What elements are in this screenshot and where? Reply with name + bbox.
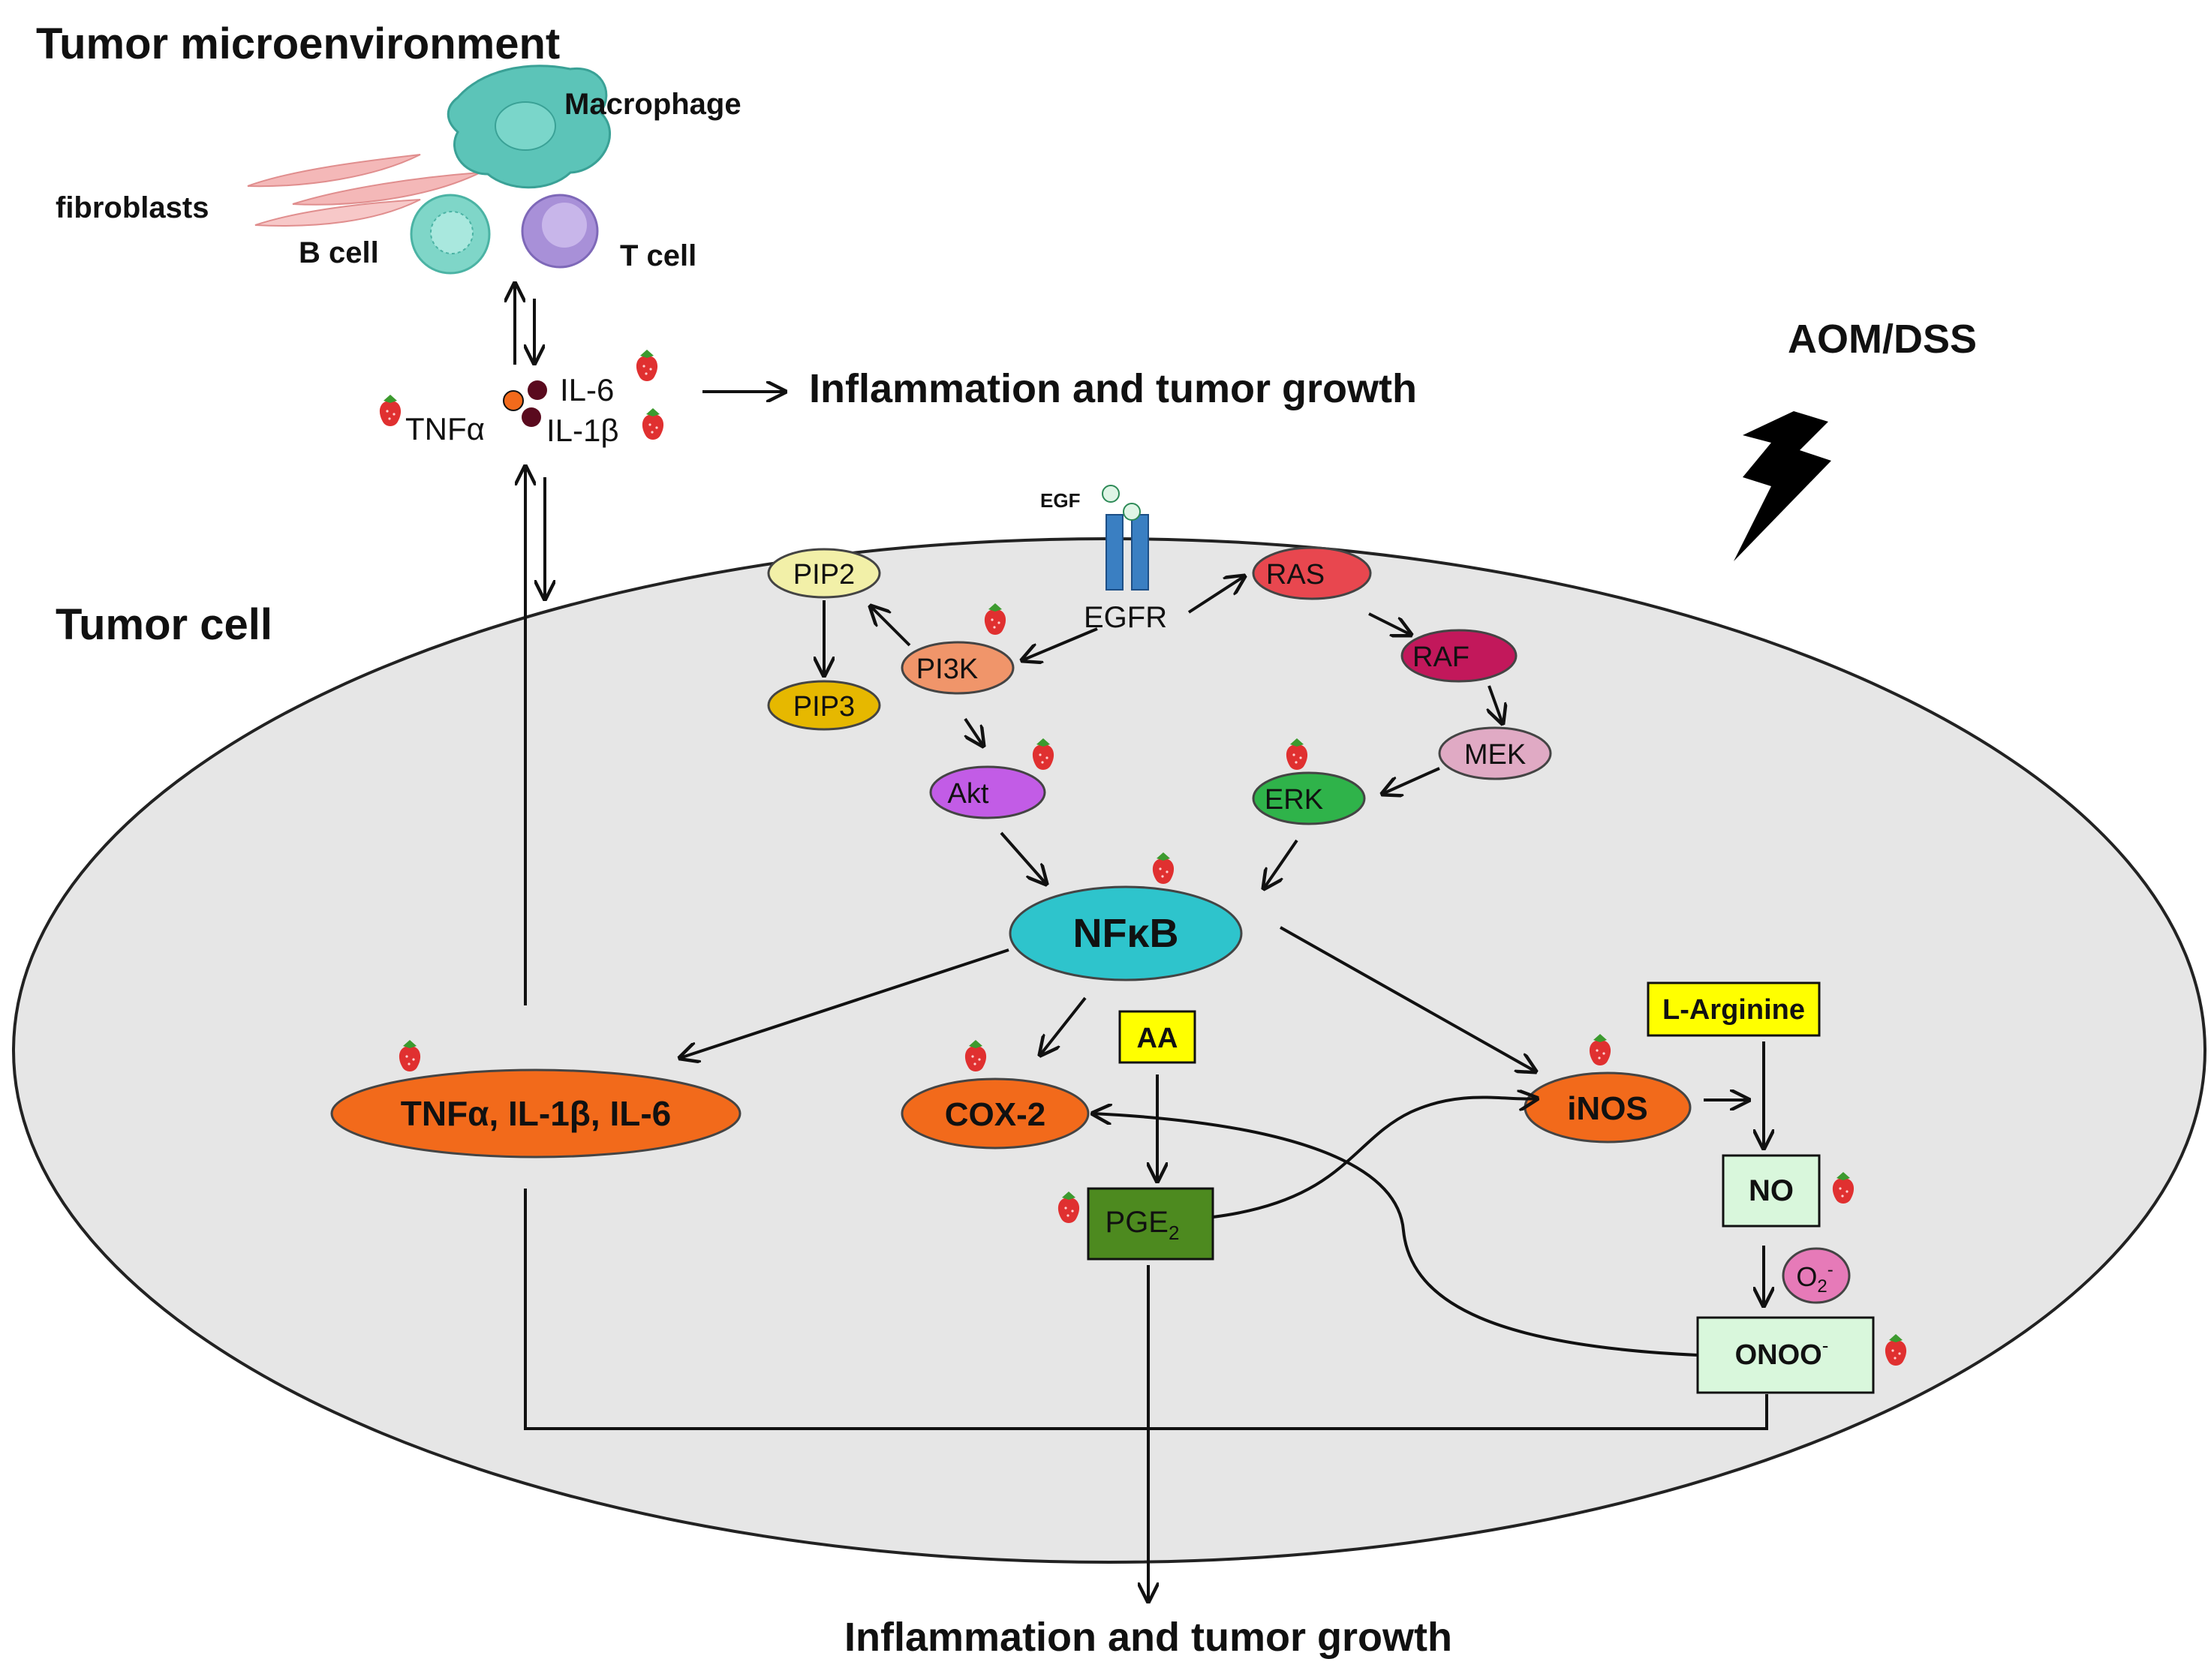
tumor-cell-title: Tumor cell [56, 600, 272, 649]
node-cytokines: TNFα, IL-1β, IL-6 [330, 1068, 742, 1159]
node-o2: O2- [1782, 1247, 1851, 1304]
egfr-label: EGFR [1084, 601, 1167, 634]
b-cell-label: B cell [299, 236, 379, 269]
svg-text:AA: AA [1137, 1023, 1178, 1054]
svg-text:RAS: RAS [1266, 559, 1325, 591]
lightning-bolt-icon [1734, 411, 1831, 561]
berry-icon-tnfa [379, 395, 402, 426]
egf-ligand-icon-2 [1123, 503, 1141, 521]
node-pip3: PIP3 [767, 680, 881, 731]
node-pip2: PIP2 [767, 548, 881, 599]
berry-icon-il6 [636, 350, 658, 381]
berry-icon-il1b [642, 408, 664, 440]
aom-dss-label: AOM/DSS [1788, 317, 1977, 362]
node-raf: RAF [1400, 629, 1518, 683]
cytokine-dots [503, 380, 547, 427]
tumor-cell-membrane [12, 537, 2206, 1564]
egf-label: EGF [1040, 489, 1080, 512]
node-erk: ERK [1252, 771, 1366, 825]
svg-text:ERK: ERK [1265, 784, 1323, 816]
macrophage-label: Macrophage [564, 88, 742, 121]
b-cell-shape [410, 194, 491, 275]
t-cell-label: T cell [620, 239, 696, 272]
svg-text:NFκB: NFκB [1072, 911, 1178, 956]
svg-text:PI3K: PI3K [916, 654, 978, 685]
node-cox2: COX-2 [901, 1077, 1090, 1150]
node-nfkb: NFκB [1009, 885, 1243, 981]
fibroblasts-label: fibroblasts [56, 191, 209, 224]
box-aa: AA [1118, 1010, 1196, 1064]
svg-text:RAF: RAF [1412, 642, 1469, 673]
svg-text:PIP2: PIP2 [793, 559, 855, 591]
svg-text:NO: NO [1749, 1174, 1794, 1207]
egf-ligand-icon-1 [1102, 485, 1120, 503]
node-akt: Akt [929, 765, 1046, 819]
t-cell-shape [521, 194, 599, 269]
tnfa-top-label: TNFα [405, 411, 485, 446]
node-ras: RAS [1252, 546, 1372, 600]
fibroblast-shapes [247, 154, 481, 227]
box-pge2: PGE2 [1087, 1187, 1214, 1261]
node-inos: iNOS [1524, 1071, 1692, 1144]
pathway-arrows [515, 284, 1767, 1601]
node-pi3k: PI3K [901, 641, 1015, 695]
svg-text:O2-: O2- [1796, 1260, 1833, 1297]
inflammation-top-label: Inflammation and tumor growth [809, 366, 1417, 411]
svg-text:MEK: MEK [1464, 739, 1526, 771]
node-mek: MEK [1438, 726, 1552, 780]
svg-text:PGE2: PGE2 [1106, 1206, 1180, 1244]
macrophage-shape [447, 65, 611, 189]
box-onoo: ONOO- [1696, 1316, 1875, 1394]
box-no: NO [1722, 1154, 1821, 1228]
svg-text:ONOO-: ONOO- [1735, 1334, 1829, 1371]
svg-text:PIP3: PIP3 [793, 691, 855, 723]
il6-top-label: IL-6 [560, 372, 614, 407]
svg-text:L-Arginine: L-Arginine [1662, 994, 1805, 1026]
inflammation-bottom-label: Inflammation and tumor growth [844, 1615, 1452, 1660]
svg-text:Akt: Akt [948, 778, 989, 810]
box-l-arginine: L-Arginine [1647, 981, 1821, 1037]
tumor-microenvironment-title: Tumor microenvironment [36, 20, 560, 68]
svg-text:COX-2: COX-2 [945, 1096, 1045, 1133]
svg-text:TNFα, IL-1β, IL-6: TNFα, IL-1β, IL-6 [401, 1094, 671, 1133]
il1b-top-label: IL-1β [546, 413, 619, 448]
svg-text:iNOS: iNOS [1567, 1090, 1648, 1127]
